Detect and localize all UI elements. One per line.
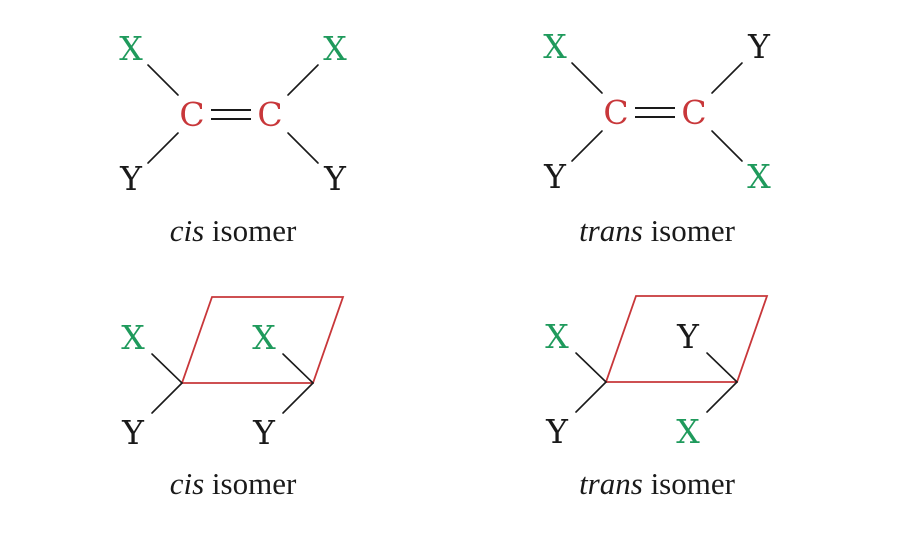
bond-bottom-right xyxy=(287,132,319,164)
substituent-bottom-right: Y xyxy=(252,413,276,452)
panel-cis-plane: X X Y Y cis isomer xyxy=(121,296,345,501)
bond-bottom-left xyxy=(147,132,179,164)
substituent-top-right: Y xyxy=(747,27,771,66)
bond-top-left xyxy=(571,62,603,94)
substituent-bottom-left: Y xyxy=(543,157,567,196)
substituent-top-left: X xyxy=(545,317,569,356)
bond-bottom-left xyxy=(151,382,183,414)
substituent-top-left: X xyxy=(121,318,145,357)
panel-trans-flat: X Y Y X C C trans isomer xyxy=(543,27,771,248)
carbon-right: C xyxy=(681,93,706,132)
carbon-left: C xyxy=(179,95,204,134)
bond-top-left xyxy=(575,352,607,383)
carbon-left: C xyxy=(603,93,628,132)
panel-cis-flat: X X Y Y C C cis isomer xyxy=(119,29,347,248)
bond-top-left xyxy=(147,64,179,96)
substituent-bottom-right: X xyxy=(747,157,771,196)
bond-top-right xyxy=(711,62,743,94)
panel-trans-plane: X Y Y X trans isomer xyxy=(545,295,769,501)
bond-bottom-left xyxy=(571,130,603,162)
bond-bottom-right xyxy=(711,130,743,162)
bond-bottom-right xyxy=(706,381,738,413)
carbon-right: C xyxy=(257,95,282,134)
caption-cis-flat: cis isomer xyxy=(170,213,297,248)
substituent-top-left: X xyxy=(119,29,143,68)
bond-top-right xyxy=(706,352,738,383)
caption-trans-flat: trans isomer xyxy=(579,213,736,248)
caption-trans-plane: trans isomer xyxy=(579,466,736,501)
substituent-bottom-right: X xyxy=(676,412,700,451)
bond-bottom-left xyxy=(575,381,607,413)
substituent-top-right: Y xyxy=(676,317,700,356)
bond-bottom-right xyxy=(282,382,314,414)
caption-cis-plane: cis isomer xyxy=(170,466,297,501)
bond-top-right xyxy=(287,64,319,96)
substituent-top-right: X xyxy=(252,318,276,357)
substituent-bottom-left: Y xyxy=(119,159,143,198)
substituent-top-left: X xyxy=(543,27,567,66)
substituent-bottom-left: Y xyxy=(545,412,569,451)
substituent-bottom-left: Y xyxy=(121,413,145,452)
substituent-bottom-right: Y xyxy=(323,159,347,198)
substituent-top-right: X xyxy=(323,29,347,68)
bond-top-left xyxy=(151,353,183,384)
bond-top-right xyxy=(282,353,314,384)
